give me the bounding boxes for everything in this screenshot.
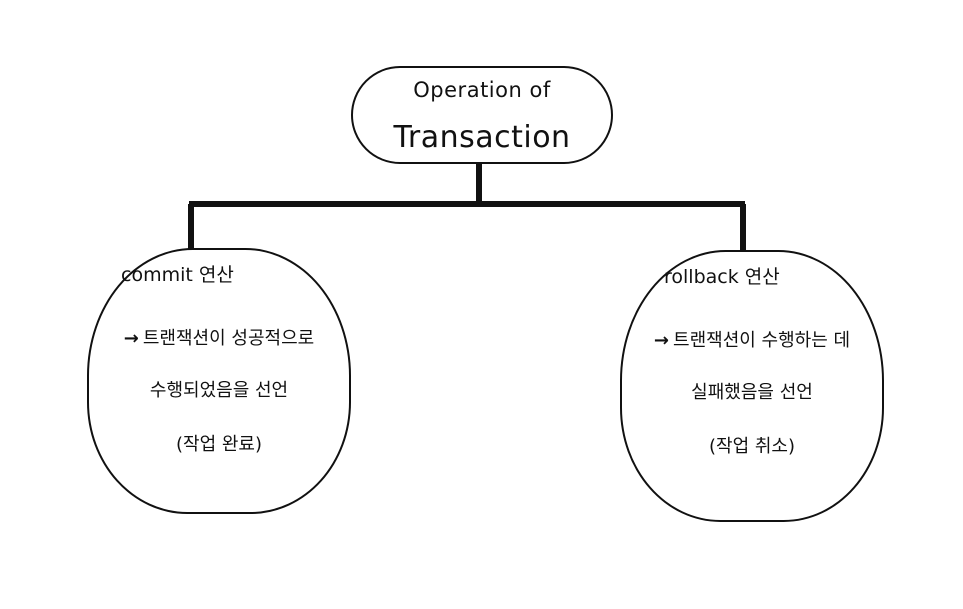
commit-line3: (작업 완료): [175, 434, 262, 455]
arrow-right-icon: →: [123, 328, 139, 349]
rollback-line2: 실패했음을 선언: [691, 382, 813, 403]
rollback-line1-text: 트랜잭션이 수행하는 데: [673, 330, 851, 351]
root-title-line1: Operation of: [413, 78, 551, 102]
root-title-line2: Transaction: [393, 120, 571, 155]
rollback-node: rollback 연산 →트랜잭션이 수행하는 데 실패했음을 선언 (작업 취…: [620, 250, 884, 522]
commit-line1-text: 트랜잭션이 성공적으로: [142, 328, 315, 349]
rollback-line1: →트랜잭션이 수행하는 데: [622, 326, 882, 352]
commit-line2: 수행되었음을 선언: [149, 380, 289, 401]
arrow-right-icon: →: [653, 330, 670, 351]
root-node: Operation of Transaction: [351, 66, 613, 164]
commit-title: commit 연산: [121, 264, 234, 286]
commit-line1: →트랜잭션이 성공적으로: [89, 324, 349, 350]
rollback-line3: (작업 취소): [708, 436, 795, 457]
commit-node: commit 연산 →트랜잭션이 성공적으로 수행되었음을 선언 (작업 완료): [87, 248, 351, 514]
rollback-title: rollback 연산: [664, 266, 780, 288]
